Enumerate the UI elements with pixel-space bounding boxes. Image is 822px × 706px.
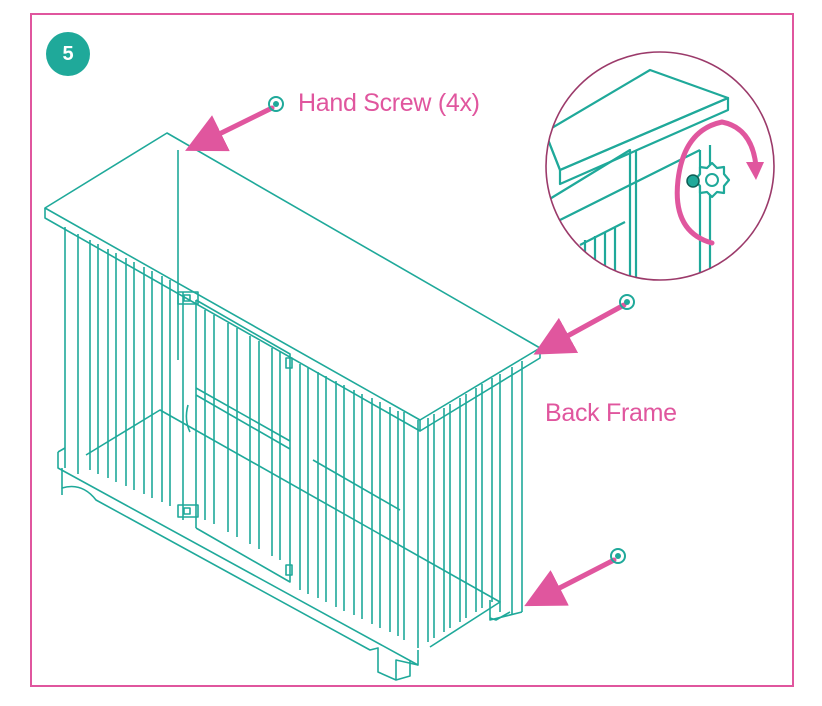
hand-screw-label: Hand Screw (4x): [298, 89, 480, 117]
arrow-icon: [533, 302, 627, 355]
hand-screw-icon: [610, 548, 626, 564]
rotate-arrow-icon: [674, 119, 759, 246]
front-right-bars: [299, 364, 399, 636]
step-number-badge: 5: [46, 32, 90, 76]
hand-screw-icon: [619, 294, 635, 310]
zoom-detail: [545, 51, 775, 281]
screw-arrow-bottom: [524, 548, 626, 607]
side-bars: [427, 378, 493, 642]
hand-screw-icon: [268, 96, 284, 112]
dog-crate-cabinet: [44, 132, 541, 681]
arrow-icon: [185, 105, 275, 152]
arrow-icon: [524, 557, 617, 607]
door: [177, 291, 293, 583]
screw-arrow-top: [185, 96, 284, 152]
back-frame-label: Back Frame: [545, 399, 677, 427]
instruction-frame: [30, 13, 794, 687]
hand-screw-icon: [693, 161, 731, 199]
step-number: 5: [62, 42, 74, 65]
front-left-bars: [89, 240, 171, 506]
screw-arrow-middle: [533, 294, 635, 355]
